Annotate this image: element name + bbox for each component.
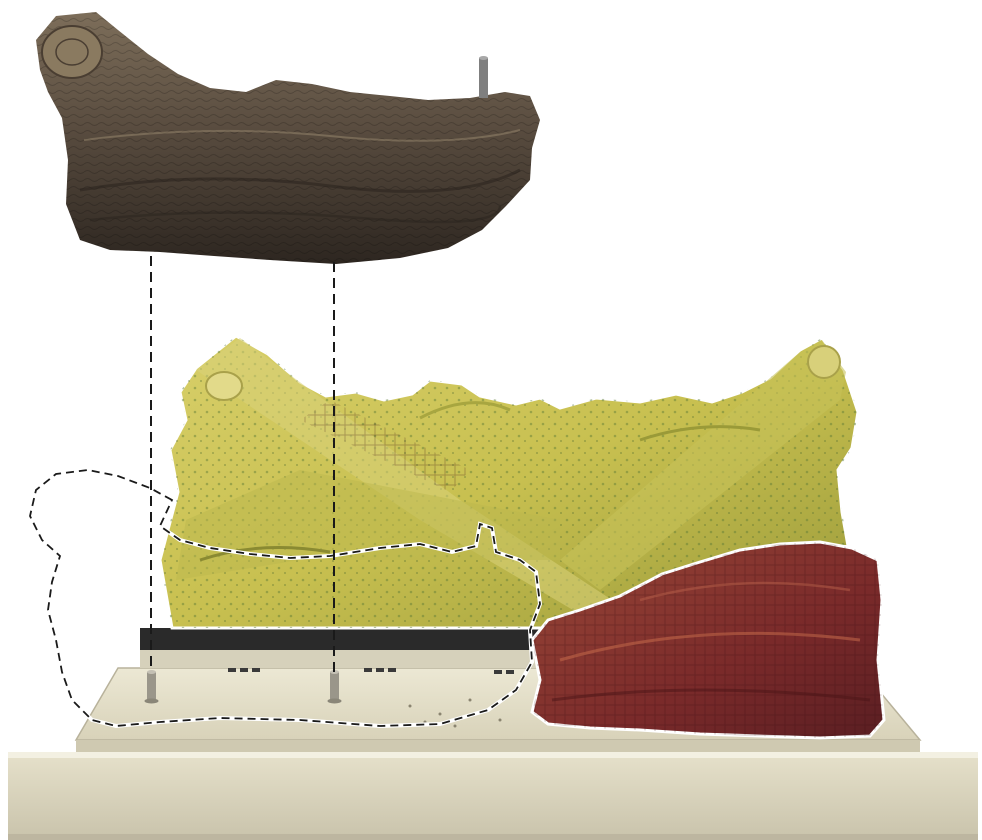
top-log-peg — [479, 56, 488, 98]
top-log — [36, 12, 540, 264]
grate-base — [8, 752, 978, 840]
